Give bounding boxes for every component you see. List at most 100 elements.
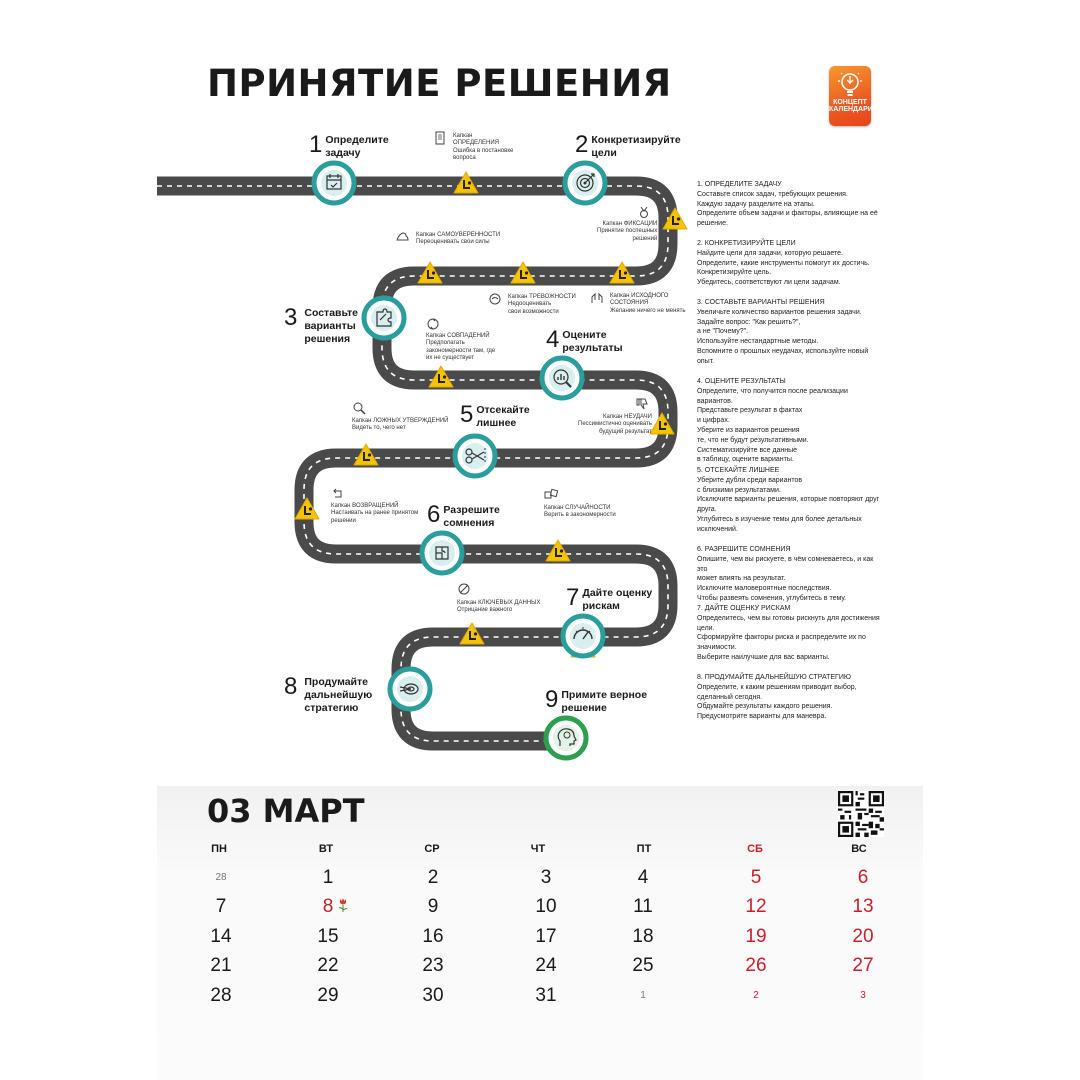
- calendar-month: 03 МАРТ: [207, 792, 365, 830]
- document-icon: [435, 131, 445, 145]
- step-marker: [539, 355, 585, 401]
- side-heading: 7. ДАЙТЕ ОЦЕНКУ РИСКАМ: [697, 605, 791, 612]
- calendar-day: 30: [422, 985, 444, 1006]
- magnifier-chart-icon: [553, 369, 572, 388]
- logo-line-2: КАЛЕНДАРИ: [829, 106, 873, 113]
- scissors-icon: [465, 448, 486, 464]
- calendar-day: 3: [540, 867, 552, 888]
- thumb-down-icon: [636, 398, 648, 410]
- step-text: лишнее: [476, 417, 517, 429]
- calendar-day: 6: [857, 867, 869, 888]
- logo-line-1: КОНЦЕПТ: [833, 99, 867, 106]
- calendar-day: 2: [753, 990, 759, 1001]
- calendar-day: 21: [210, 955, 232, 976]
- calendar-day: 27: [852, 955, 874, 976]
- weekday-header: СР: [424, 843, 440, 855]
- step-text: Оцените: [562, 329, 607, 341]
- search-icon: [353, 402, 366, 415]
- step-text: варианты: [304, 320, 356, 332]
- target-arrow-icon: [399, 683, 419, 695]
- gauge-warning-icon: [573, 627, 593, 640]
- side-step-6: 6. РАЗРЕШИТЕ СОМНЕНИЯ Опишите, чем вы ри…: [697, 545, 882, 604]
- calendar-panel: [157, 786, 923, 1080]
- side-step-4: 4. ОЦЕНИТЕ РЕЗУЛЬТАТЫ Определите, что по…: [697, 377, 882, 465]
- calendar-day: 5: [750, 867, 762, 888]
- calendar-day: 15: [317, 926, 339, 947]
- step-marker: [311, 160, 357, 206]
- calendar-day: 2: [427, 867, 439, 888]
- calendar-day: 1: [322, 867, 334, 888]
- step-number: 3: [284, 304, 298, 331]
- step-text: задачу: [325, 147, 361, 159]
- calendar-day: 8: [322, 896, 334, 917]
- step-marker: [562, 160, 608, 206]
- side-step-2: 2. КОНКРЕТИЗИРУЙТЕ ЦЕЛИ Найдите цели для…: [697, 239, 882, 288]
- step-number: 1: [309, 131, 323, 158]
- hands-icon: [591, 292, 603, 303]
- calendar-day: 17: [535, 926, 557, 947]
- step-text: Разрешите: [443, 504, 500, 516]
- calendar-day: 4: [637, 867, 649, 888]
- medal-icon: [640, 206, 648, 218]
- side-step-1: 1. ОПРЕДЕЛИТЕ ЗАДАЧУ Составьте список за…: [697, 180, 882, 229]
- weekday-header: ВС: [851, 843, 867, 855]
- calendar-day: 10: [535, 896, 557, 917]
- step-text: результаты: [562, 342, 623, 354]
- qr-code-icon: [838, 791, 884, 837]
- side-heading: 2. КОНКРЕТИЗИРУЙТЕ ЦЕЛИ: [697, 240, 796, 247]
- calendar-day: 14: [210, 926, 232, 947]
- calendar-day: 1: [640, 990, 646, 1001]
- weekday-header: СБ: [747, 843, 763, 855]
- step-number: 9: [545, 686, 559, 713]
- side-heading: 3. СОСТАВЬТЕ ВАРИАНТЫ РЕШЕНИЯ: [697, 299, 825, 306]
- side-heading: 1. ОПРЕДЕЛИТЕ ЗАДАЧУ: [697, 181, 782, 188]
- step-marker: [419, 530, 465, 576]
- step-text: Продумайте: [304, 676, 368, 688]
- step-text: решения: [304, 333, 351, 345]
- calendar-day: 31: [535, 985, 557, 1006]
- calendar-day: 26: [745, 955, 767, 976]
- target-icon: [576, 173, 595, 192]
- step-number: 7: [566, 584, 580, 611]
- side-step-7: 7. ДАЙТЕ ОЦЕНКУ РИСКАМ Определитесь, чем…: [697, 604, 882, 663]
- calendar-day: 24: [535, 955, 557, 976]
- step-number: 5: [460, 401, 474, 428]
- step-marker: [452, 433, 498, 479]
- step-text: Примите верное: [561, 689, 648, 701]
- calendar-check-icon: [326, 174, 342, 190]
- calendar-day: 19: [745, 926, 767, 947]
- calendar-day: 16: [422, 926, 444, 947]
- step-text: дальнейшую: [304, 689, 373, 701]
- step-text: рискам: [582, 600, 620, 612]
- step-text: Составьте: [304, 307, 359, 319]
- calendar-day: 22: [317, 955, 339, 976]
- side-heading: 6. РАЗРЕШИТЕ СОМНЕНИЯ: [697, 546, 791, 553]
- step-number: 2: [575, 131, 589, 158]
- step-marker: [560, 613, 606, 659]
- calendar-day: 25: [632, 955, 654, 976]
- step-number: 6: [427, 501, 441, 528]
- weekday-header: ВТ: [318, 843, 334, 855]
- side-step-8: 8. ПРОДУМАЙТЕ ДАЛЬНЕЙШУЮ СТРАТЕГИЮ Опред…: [697, 673, 882, 722]
- calendar-day: 9: [427, 896, 439, 917]
- calendar-day: 3: [860, 990, 866, 1001]
- step-text: сомнения: [443, 517, 495, 529]
- step-text: Определите: [325, 134, 389, 146]
- dice-icon: [544, 488, 558, 499]
- anxiety-icon: [489, 293, 501, 305]
- weekday-header: ЧТ: [530, 843, 546, 855]
- calendar-day: 28: [215, 872, 227, 883]
- puzzle-hand-icon: [435, 546, 449, 560]
